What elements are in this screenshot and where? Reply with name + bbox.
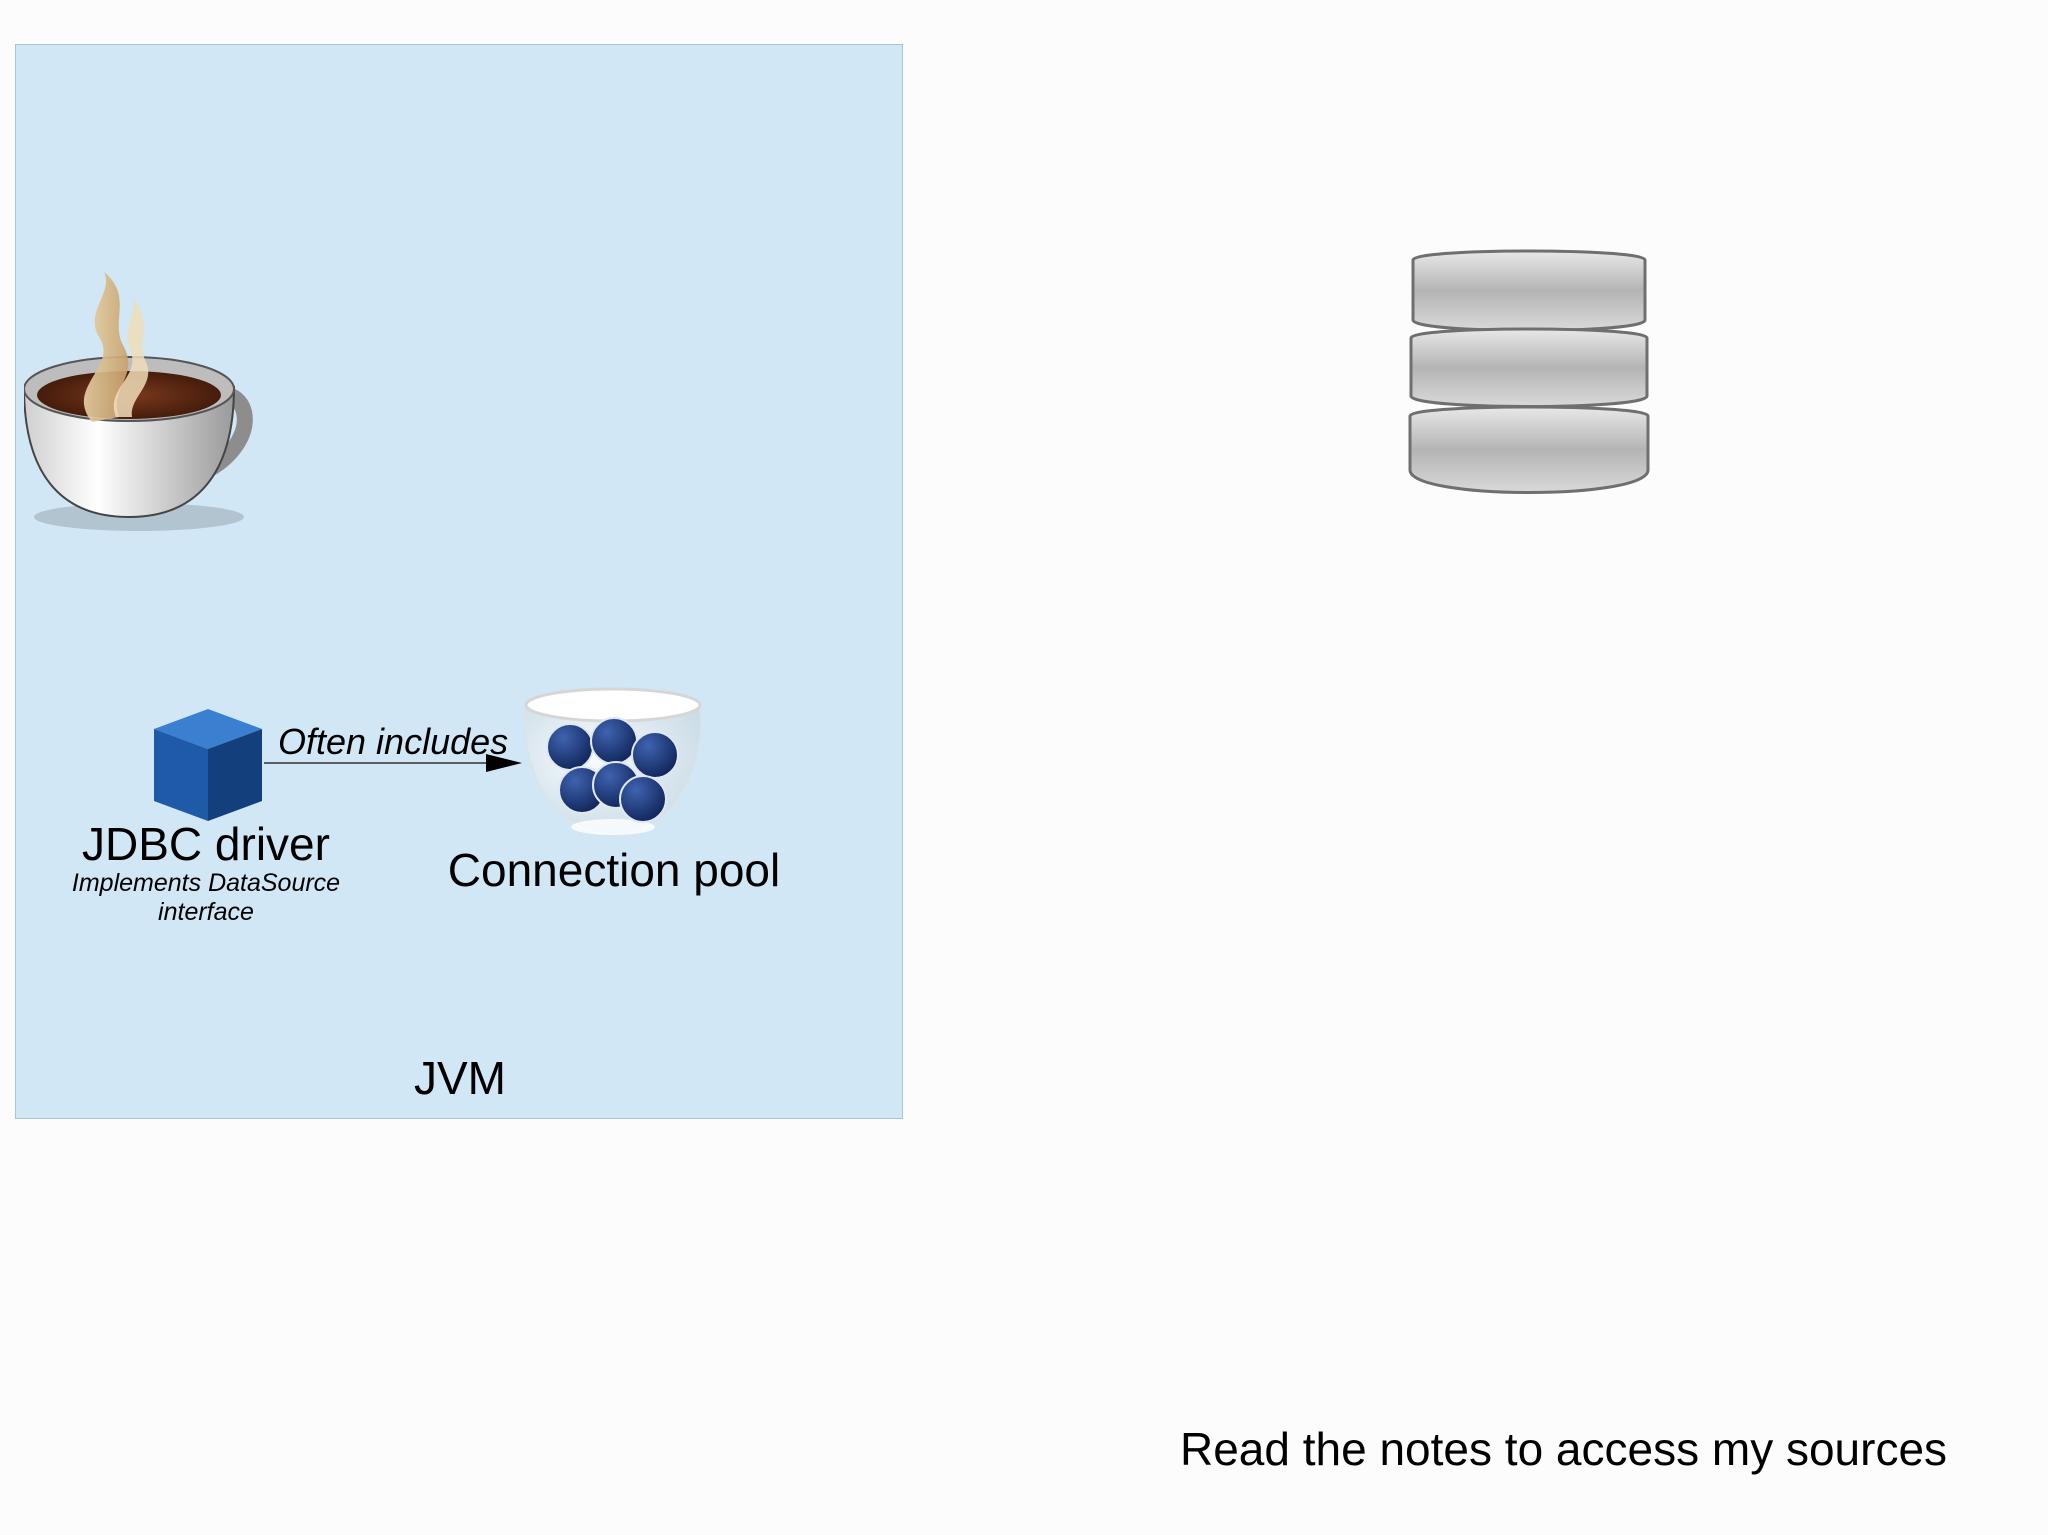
coffee-cup-icon <box>24 267 260 537</box>
jdbc-driver-title: JDBC driver <box>56 817 356 871</box>
connection-pool-bowl-icon <box>518 685 708 841</box>
connection-pool-title: Connection pool <box>436 843 792 897</box>
cube-icon <box>154 709 262 821</box>
jvm-container: Often includes JDBC driver Implements Da… <box>15 44 903 1119</box>
database-icon <box>1408 248 1650 504</box>
edge-label: Often includes <box>278 721 508 763</box>
notes-footer-text: Read the notes to access my sources <box>1180 1422 1947 1476</box>
jdbc-driver-subtitle: Implements DataSource interface <box>56 869 356 927</box>
jvm-label: JVM <box>16 1051 904 1105</box>
